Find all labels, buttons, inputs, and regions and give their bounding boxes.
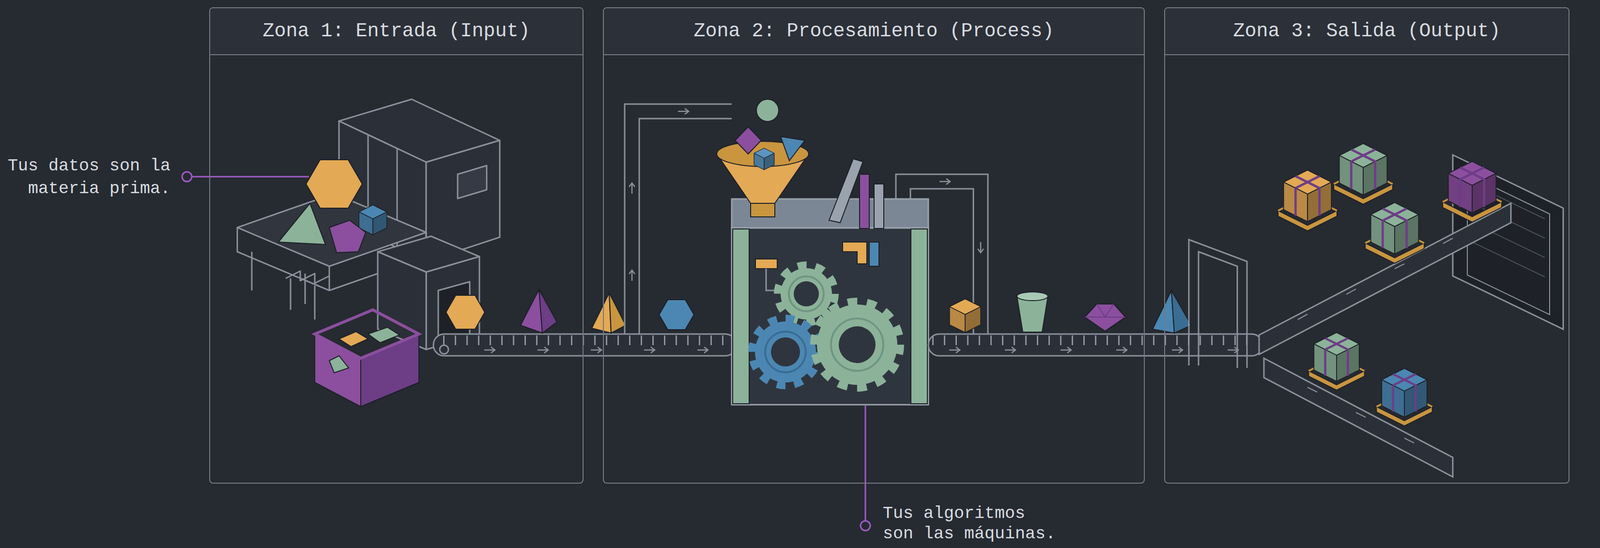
- zone-panel: Zona 2: Procesamiento (Process): [602, 7, 1145, 484]
- gears-part-part: [770, 337, 800, 367]
- input-bin-part: [368, 327, 400, 343]
- conveyor-items-part: [446, 295, 485, 330]
- entry-arch-part: [1188, 239, 1247, 369]
- gears-part-part: [780, 268, 832, 320]
- pallet-crates-part: [1277, 170, 1338, 231]
- process-machine-part: [910, 229, 928, 404]
- conveyor-belt-part: [484, 347, 708, 354]
- process-machine-part: [755, 259, 778, 269]
- pallet-crates-part: [1308, 332, 1365, 391]
- input-bin-part: [338, 331, 369, 347]
- input-machine-part: [285, 271, 330, 310]
- pallet-crates-part: [1365, 202, 1425, 264]
- process-machine-part: [842, 242, 867, 264]
- funnel-part: [780, 136, 805, 161]
- process-machine-part: [829, 158, 863, 223]
- input-machine-part: [457, 165, 487, 199]
- gears-part-part: [777, 265, 835, 323]
- conveyor-belt-part: [433, 334, 737, 356]
- callout-text: Tus datos son la materia prima.: [3, 154, 171, 201]
- gears-part-part: [765, 331, 806, 373]
- funnel-part: [750, 203, 775, 217]
- gears-part-part: [752, 318, 819, 386]
- conveyor-items-part: [591, 292, 612, 334]
- conveyor-belt: [928, 334, 1263, 356]
- gears-part-part: [788, 276, 824, 312]
- conveyor-belt-part: [932, 335, 1255, 346]
- gears-part-part: [793, 281, 819, 307]
- process-machine-part: [874, 184, 884, 229]
- processed-items-part: [1016, 296, 1048, 333]
- process-machine-part: [732, 229, 750, 404]
- process-pipes-part: [977, 242, 984, 253]
- raw-material-shapes-part: [329, 220, 366, 253]
- raw-material-shapes-part: [278, 203, 326, 245]
- gears-part-part: [838, 326, 876, 364]
- entry-arch-part: [1198, 251, 1238, 369]
- conveyor-belt-part: [928, 334, 1263, 356]
- funnel-part: [735, 126, 762, 154]
- input-bin-part: [314, 309, 419, 359]
- pallet-crates-part: [1376, 368, 1432, 427]
- input-bin-part: [329, 355, 349, 373]
- funnel: [716, 99, 809, 217]
- pallet-crates-part: [1333, 143, 1393, 205]
- processed-items-part: [1016, 292, 1048, 301]
- input-bin: [314, 309, 419, 407]
- zone-header: Zona 1: Entrada (Input): [210, 8, 583, 56]
- processed-items-part: [1084, 304, 1126, 318]
- gears: [752, 265, 901, 388]
- processed-items-part: [949, 298, 981, 333]
- process-pipes-part: [677, 108, 951, 185]
- conveyor-belt: [433, 334, 737, 356]
- conveyor-items-part: [609, 292, 626, 334]
- gears-part-part: [754, 321, 816, 383]
- process-machine-part: [731, 228, 929, 405]
- callout-leader-part: [864, 405, 867, 522]
- process-pipes-part: [624, 104, 732, 335]
- processed-items-part: [1152, 290, 1175, 334]
- funnel-part: [756, 99, 779, 122]
- callout-leader-part: [860, 521, 871, 531]
- pallet-crates-part: [1442, 161, 1502, 223]
- gears-part: [814, 301, 901, 388]
- processed-items-part: [1084, 304, 1126, 332]
- process-pipes: [624, 104, 988, 335]
- zone-header: Zona 3: Salida (Output): [1165, 8, 1569, 56]
- gears-part: [752, 318, 819, 386]
- conveyor-items-part: [659, 299, 694, 330]
- process-pipes-part: [629, 183, 635, 281]
- conveyor-items-part: [538, 289, 557, 334]
- conveyor-belt-part: [439, 345, 449, 354]
- zone-panel: Zona 1: Entrada (Input): [209, 7, 584, 484]
- process-machine-part: [731, 199, 929, 229]
- gears-part-part: [816, 304, 898, 385]
- gears-part-part: [830, 318, 884, 371]
- callout-text: Tus algoritmos son las máquinas.: [882, 503, 1062, 545]
- gears-part-part: [814, 301, 901, 388]
- zone-header: Zona 2: Procesamiento (Process): [603, 8, 1144, 56]
- conveyor-items: [446, 289, 694, 334]
- process-machine-part: [869, 242, 879, 267]
- raw-material-shapes-part: [306, 159, 363, 209]
- process-machine-part: [859, 174, 870, 229]
- entry-arch: [1188, 239, 1247, 369]
- callout-leader-part: [182, 171, 192, 182]
- gears-part: [777, 265, 835, 323]
- conveyor-belt-part: [443, 335, 729, 346]
- pallet-crates: [1277, 143, 1502, 427]
- zone-panel: Zona 3: Salida (Output): [1164, 7, 1570, 484]
- raw-material-shapes: [278, 159, 387, 253]
- conveyor-belt-part: [949, 347, 1239, 354]
- processed-items: [949, 290, 1192, 334]
- funnel-part: [753, 148, 775, 170]
- callout-leader: [182, 171, 871, 531]
